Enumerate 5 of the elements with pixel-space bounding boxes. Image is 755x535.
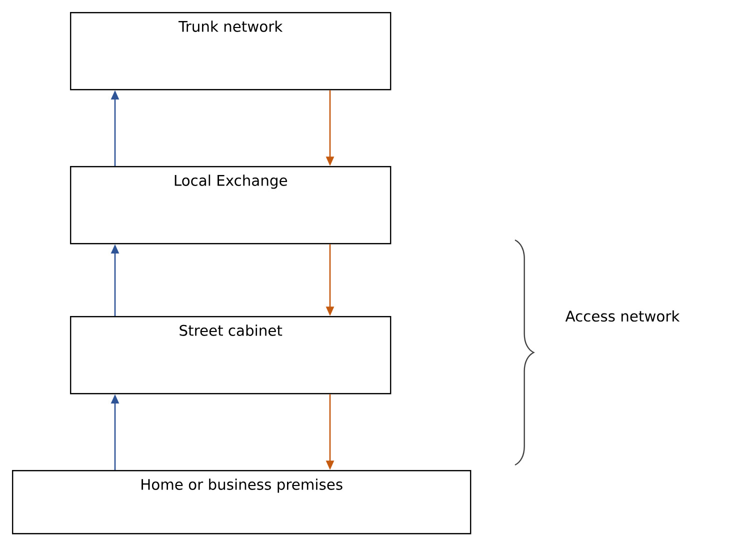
process-box: Trunk network [70, 12, 392, 90]
brace-label: Access network [565, 310, 680, 322]
process-box: Street cabinet [70, 316, 392, 394]
process-box: Home or business premises [12, 470, 472, 534]
process-box: Local Exchange [70, 166, 392, 244]
